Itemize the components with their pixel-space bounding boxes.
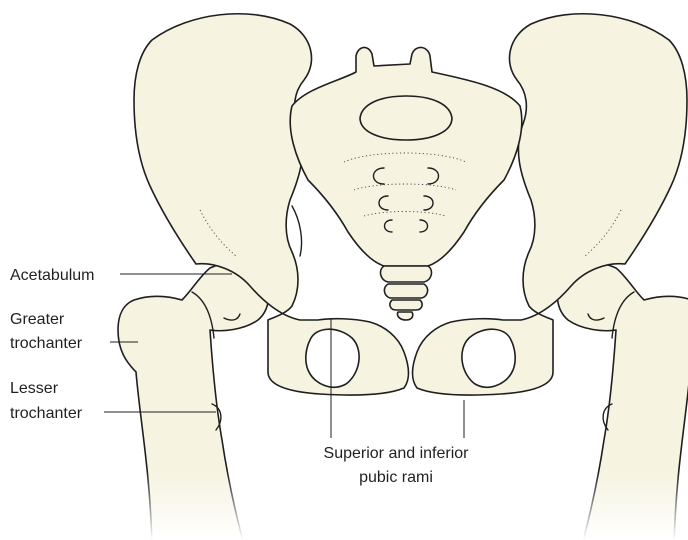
acetabulum-label: Acetabulum xyxy=(10,267,95,284)
coccyx xyxy=(381,266,432,320)
pubic-rami-label-line1: Superior and inferior xyxy=(324,445,470,462)
lesser-trochanter-label-line1: Lesser xyxy=(10,380,59,397)
lesser-trochanter-label-line2: trochanter xyxy=(10,405,83,422)
bottom-fade xyxy=(0,470,688,540)
sacrum xyxy=(290,47,522,266)
greater-trochanter-label-line1: Greater xyxy=(10,311,65,328)
pubic-rami-label-line2: pubic rami xyxy=(359,469,433,486)
greater-trochanter-label-line2: trochanter xyxy=(10,335,83,352)
